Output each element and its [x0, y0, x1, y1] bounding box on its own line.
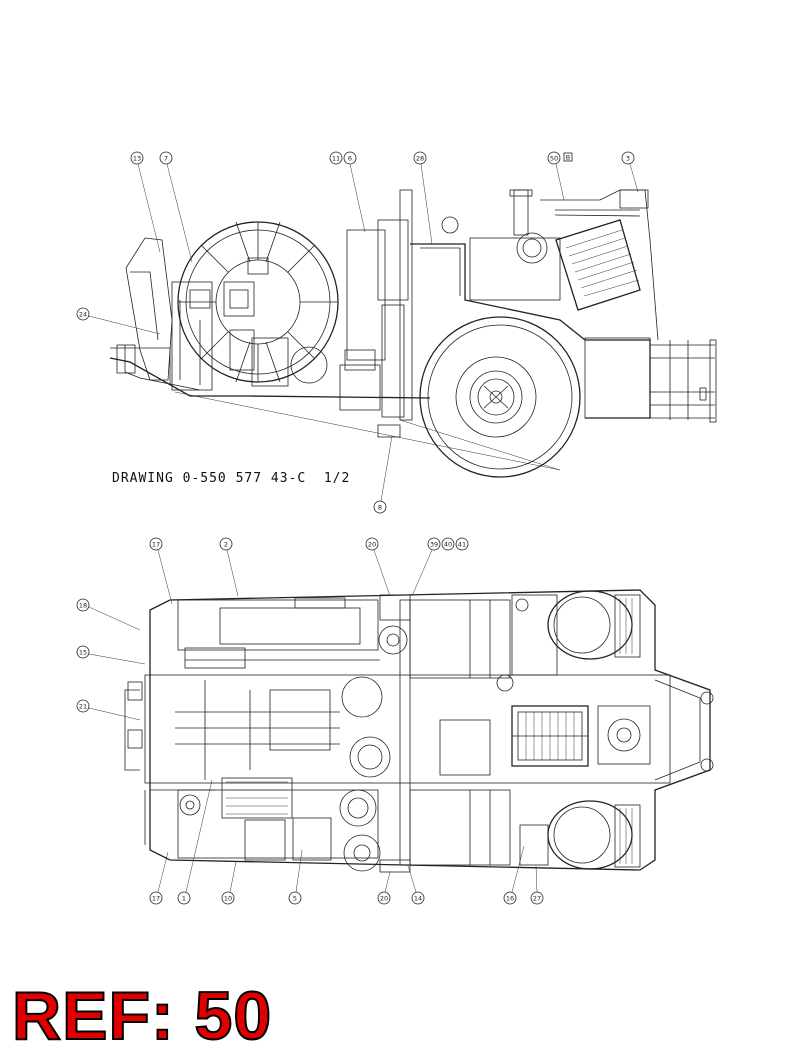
- svg-text:18: 18: [79, 602, 87, 610]
- side-view-callouts: 13 7 11 6 28 50 B 3 24 8: [76, 151, 639, 514]
- svg-text:5: 5: [293, 895, 297, 903]
- svg-text:1: 1: [182, 895, 186, 903]
- svg-text:17: 17: [152, 895, 160, 903]
- svg-text:14: 14: [414, 895, 422, 903]
- svg-text:B: B: [566, 154, 570, 162]
- svg-text:2: 2: [224, 541, 228, 549]
- top-view-callouts: 17 2 20 39 40 41 18 15 21 17 1 10 5 20 1…: [76, 537, 544, 905]
- svg-text:39: 39: [430, 541, 438, 549]
- svg-text:8: 8: [378, 504, 382, 512]
- svg-text:6: 6: [348, 155, 352, 163]
- svg-text:16: 16: [506, 895, 514, 903]
- svg-text:7: 7: [164, 155, 168, 163]
- top-view-machine: [124, 589, 714, 873]
- svg-text:15: 15: [79, 649, 87, 657]
- svg-text:41: 41: [458, 541, 466, 549]
- side-view-machine: [109, 189, 717, 478]
- svg-text:21: 21: [79, 703, 87, 711]
- svg-text:24: 24: [79, 311, 87, 319]
- svg-text:13: 13: [133, 155, 141, 163]
- svg-text:20: 20: [380, 895, 388, 903]
- svg-text:10: 10: [224, 895, 232, 903]
- svg-text:11: 11: [332, 155, 340, 163]
- svg-text:28: 28: [416, 155, 424, 163]
- svg-text:17: 17: [152, 541, 160, 549]
- ref-label: REF: 50: [11, 978, 273, 1054]
- svg-text:3: 3: [626, 155, 630, 163]
- svg-text:50: 50: [550, 155, 558, 163]
- svg-text:27: 27: [533, 895, 541, 903]
- svg-text:20: 20: [368, 541, 376, 549]
- drawing-caption: DRAWING 0-550 577 43-C 1/2: [112, 471, 351, 486]
- svg-text:40: 40: [444, 541, 452, 549]
